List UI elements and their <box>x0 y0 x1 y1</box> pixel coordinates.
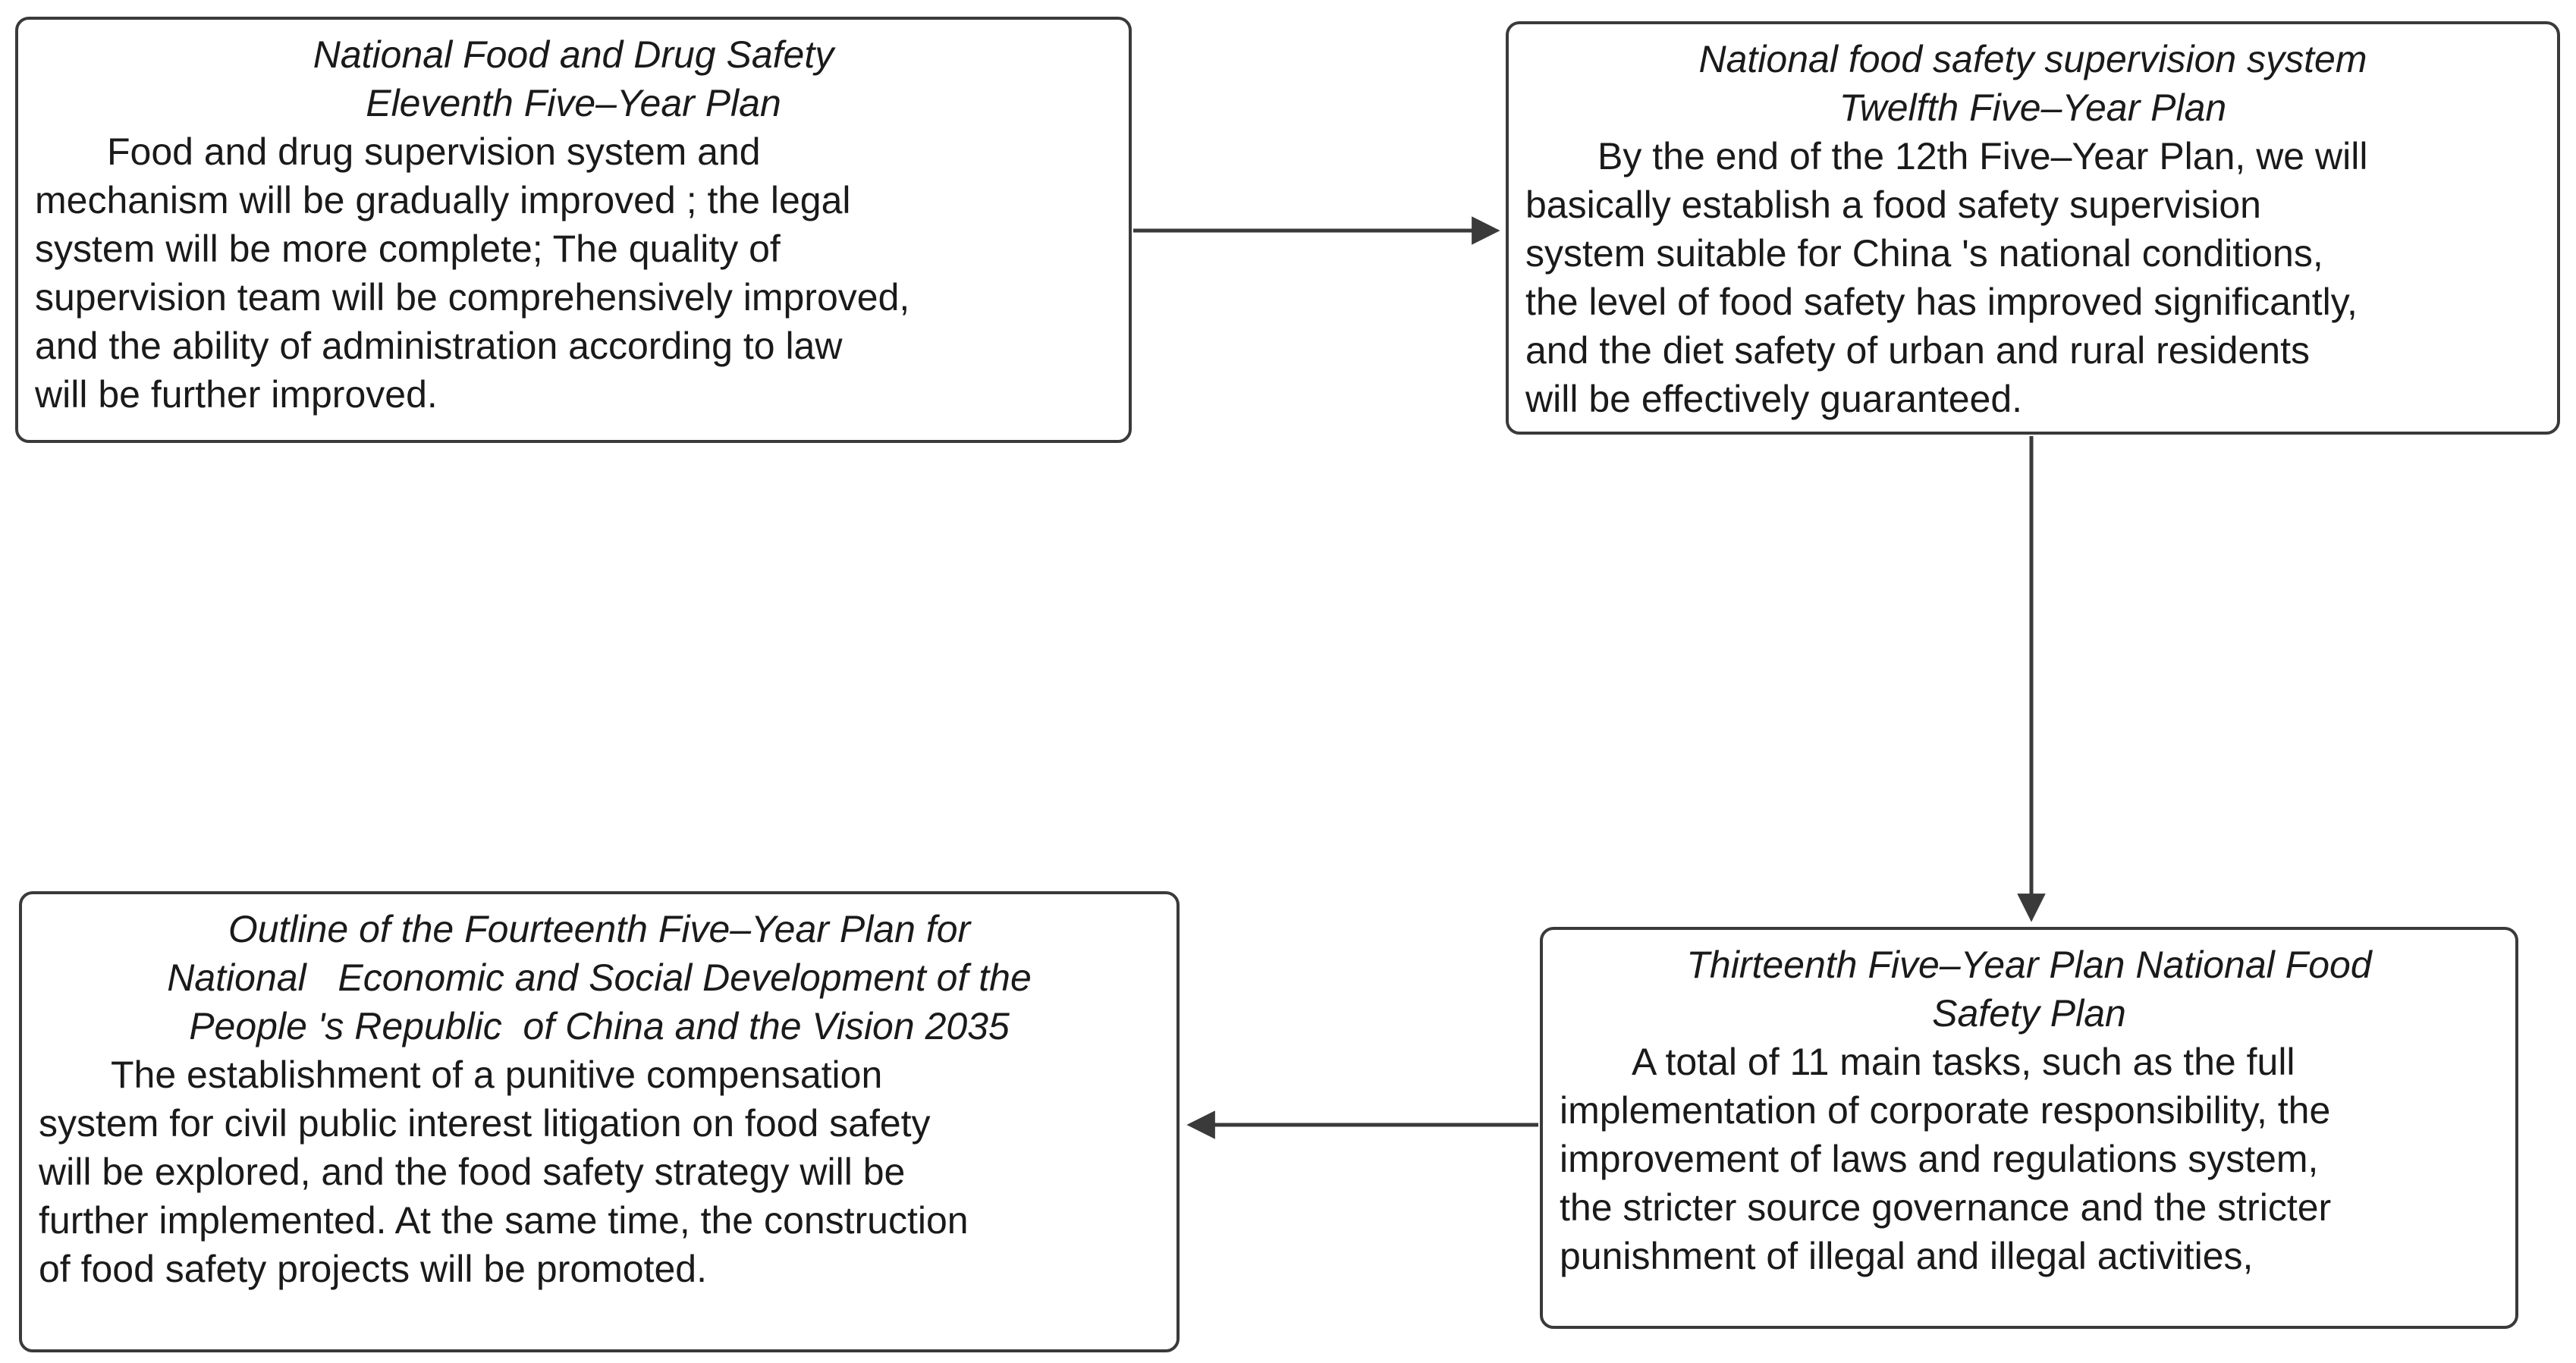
box-body: By the end of the 12th Five–Year Plan, w… <box>1525 135 2368 420</box>
box-title: Outline of the Fourteenth Five–Year Plan… <box>167 908 1032 1047</box>
box-body: The establishment of a punitive compensa… <box>39 1054 969 1290</box>
box-thirteenth-five-year-plan: Thirteenth Five–Year Plan National Food … <box>1540 927 2518 1329</box>
box-fourteenth-five-year-plan: Outline of the Fourteenth Five–Year Plan… <box>19 891 1180 1352</box>
box-title: National food safety supervision system … <box>1698 38 2367 129</box>
box-body: Food and drug supervision system and mec… <box>35 130 910 416</box>
box-body: A total of 11 main tasks, such as the fu… <box>1560 1041 2332 1277</box>
box-title: National Food and Drug Safety Eleventh F… <box>313 33 834 124</box>
box-twelfth-five-year-plan: National food safety supervision system … <box>1506 21 2560 435</box>
box-eleventh-five-year-plan: National Food and Drug Safety Eleventh F… <box>15 17 1132 443</box>
box-title: Thirteenth Five–Year Plan National Food … <box>1686 944 2372 1035</box>
